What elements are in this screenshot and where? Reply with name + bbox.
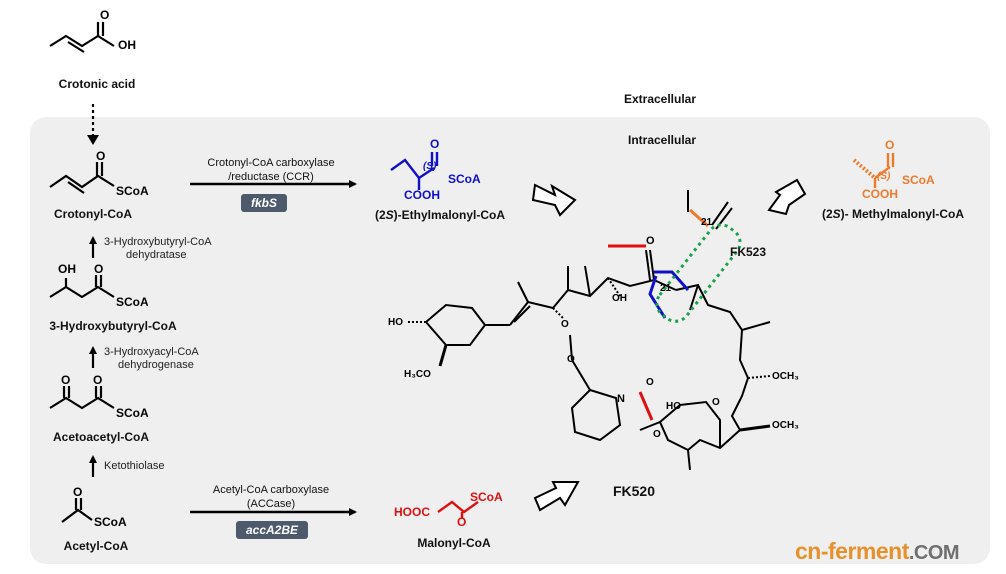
accase-enzyme-label: Acetyl-CoA carboxylase (ACCase)	[212, 484, 330, 511]
ethylmalonyl-coa-stereo: (S)	[423, 161, 437, 172]
malonyl-incorporation-arrow	[533, 481, 580, 512]
intracellular-panel	[30, 117, 990, 564]
hydroxybutyryl-coa-label: 3-Hydroxybutyryl-CoA	[49, 319, 177, 333]
ethylmalonyl-coa-structure	[390, 152, 439, 190]
fk520-ester-o: O	[561, 319, 569, 330]
fk520-lactone-o: O	[567, 354, 575, 365]
acetoacetyl-coa-structure	[49, 386, 115, 410]
fk520-h3co: H₃CO	[404, 369, 431, 380]
c21-label-blue: 21	[660, 283, 672, 294]
fk520-ho: HO	[388, 317, 403, 328]
crotonyl-coa-o: O	[96, 149, 106, 163]
acetoacetyl-coa-label: Acetoacetyl-CoA	[52, 430, 150, 444]
ccr-enzyme-label: Crotonyl-CoA carboxylase /reductase (CCR…	[207, 157, 335, 184]
ethylmalonyl-coa-scoa: SCoA	[448, 172, 481, 186]
fk520-hemiketal-ho: HO	[666, 401, 681, 412]
crotonic-acid-label: Crotonic acid	[58, 77, 136, 91]
hydroxybutyryl-coa-scoa: SCoA	[116, 295, 149, 309]
c21-ethyl-sidechain	[648, 270, 690, 319]
acetyl-coa-structure	[61, 498, 93, 523]
fk520-pyran-o: O	[712, 397, 720, 408]
dehydratase-label: 3-Hydroxybutyryl-CoA dehydratase	[104, 236, 212, 262]
fk520-oxalyl-o1: O	[646, 377, 654, 388]
malonyl-coa-scoa: SCoA	[470, 490, 503, 504]
methylmalonyl-coa-stereo: (S)	[877, 171, 891, 182]
intracellular-label: Intracellular	[627, 133, 697, 147]
hydroxybutyryl-coa-oh: OH	[58, 262, 76, 276]
malonyl-coa-hooc: HOOC	[394, 505, 430, 519]
malonyl-coa-o: O	[457, 515, 467, 529]
fk520-n: N	[617, 393, 625, 405]
acetoacetyl-coa-scoa: SCoA	[116, 406, 149, 420]
malonyl-coa-structure	[437, 500, 479, 518]
crotonic-acid-o: O	[100, 8, 110, 22]
methylmalonyl-coa-cooh: COOH	[862, 187, 898, 201]
c21-comparison-box	[655, 223, 742, 323]
ethylmalonyl-coa-cooh: COOH	[404, 188, 440, 202]
methylmalonyl-coa-o: O	[885, 138, 895, 152]
acetyl-coa-label: Acetyl-CoA	[63, 539, 129, 553]
ethylmalonyl-incorporation-arrow	[531, 183, 577, 217]
fk520-oh: OH	[612, 293, 627, 304]
fk523-label: FK523	[729, 245, 767, 259]
watermark: cn-ferment.COM	[795, 538, 960, 564]
crotonyl-coa-label: Crotonyl-CoA	[54, 207, 132, 221]
acca2be-gene-badge: accA2BE	[235, 521, 309, 539]
extracellular-label: Extracellular	[623, 92, 697, 106]
ethylmalonyl-coa-label: (2S)-Ethylmalonyl-CoA	[374, 208, 506, 222]
acetyl-coa-o: O	[73, 485, 83, 499]
malonyl-coa-label: Malonyl-CoA	[417, 536, 491, 550]
methylmalonyl-coa-structure	[852, 153, 895, 188]
ketothiolase-label: Ketothiolase	[104, 460, 165, 472]
crotonyl-coa-scoa: SCoA	[116, 184, 149, 198]
hydroxybutyryl-coa-structure	[49, 275, 115, 299]
fk520-ketone-o: O	[646, 235, 655, 247]
fk520-label: FK520	[612, 483, 656, 499]
methylmalonyl-incorporation-arrow	[767, 178, 807, 216]
uptake-arrowhead	[87, 135, 99, 145]
crotonyl-coa-structure	[49, 162, 115, 194]
crotonic-acid-structure	[49, 22, 115, 53]
hydroxybutyryl-coa-o: O	[94, 262, 104, 276]
fk520-och3-1: OCH₃	[772, 371, 799, 382]
acetyl-coa-scoa: SCoA	[94, 515, 127, 529]
methylmalonyl-coa-label: (2S)- Methylmalonyl-CoA	[821, 207, 965, 221]
acetoacetyl-coa-o1: O	[61, 373, 71, 387]
fkbs-gene-badge: fkbS	[240, 194, 288, 212]
fk520-structure	[407, 249, 771, 471]
acetoacetyl-coa-o2: O	[93, 373, 103, 387]
methylmalonyl-coa-scoa: SCoA	[902, 173, 935, 187]
c21-label-orange: 21	[701, 217, 713, 228]
fk520-och3-2: OCH₃	[772, 420, 799, 431]
dehydrogenase-label: 3-Hydroxyacyl-CoA dehydrogenase	[104, 346, 199, 372]
fk520-oxalyl-o2: O	[653, 429, 661, 440]
crotonic-acid-oh: OH	[118, 38, 136, 52]
fk520-malonyl-units	[608, 244, 654, 421]
ethylmalonyl-coa-o: O	[430, 137, 440, 151]
